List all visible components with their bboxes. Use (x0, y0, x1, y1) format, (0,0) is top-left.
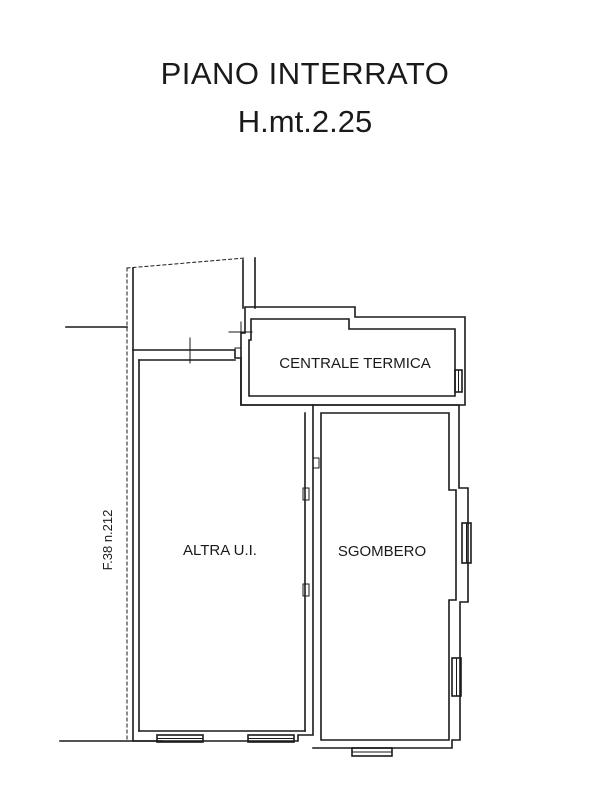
room-sgombero (312, 404, 472, 757)
sgombero-outer-wall (312, 404, 469, 749)
context-lines (59, 257, 256, 742)
property-boundary (126, 257, 246, 741)
room-centrale-termica (228, 306, 466, 406)
label-sgombero: SGOMBERO (338, 543, 426, 560)
altra-ui-pillar (234, 347, 242, 359)
label-centrale-termica: CENTRALE TERMICA (279, 355, 430, 372)
label-altra-ui: ALTRA U.I. (183, 542, 257, 559)
sgombero-inner-wall (320, 412, 457, 741)
centrale-termica-inner-wall (248, 318, 456, 397)
plan-title: PIANO INTERRATO (160, 56, 450, 91)
ceiling-height: H.mt.2.25 (237, 104, 373, 139)
centrale-termica-outer-wall (240, 306, 466, 406)
altra-ui-door-jamb-bottom (302, 583, 310, 597)
altra-ui-door-jamb-top (302, 487, 310, 501)
sgombero-pillar (312, 457, 320, 469)
boundary-dashed-top (126, 257, 246, 269)
room-altra-ui (132, 337, 314, 743)
label-cadastral-reference: F.38 n.212 (100, 510, 115, 571)
